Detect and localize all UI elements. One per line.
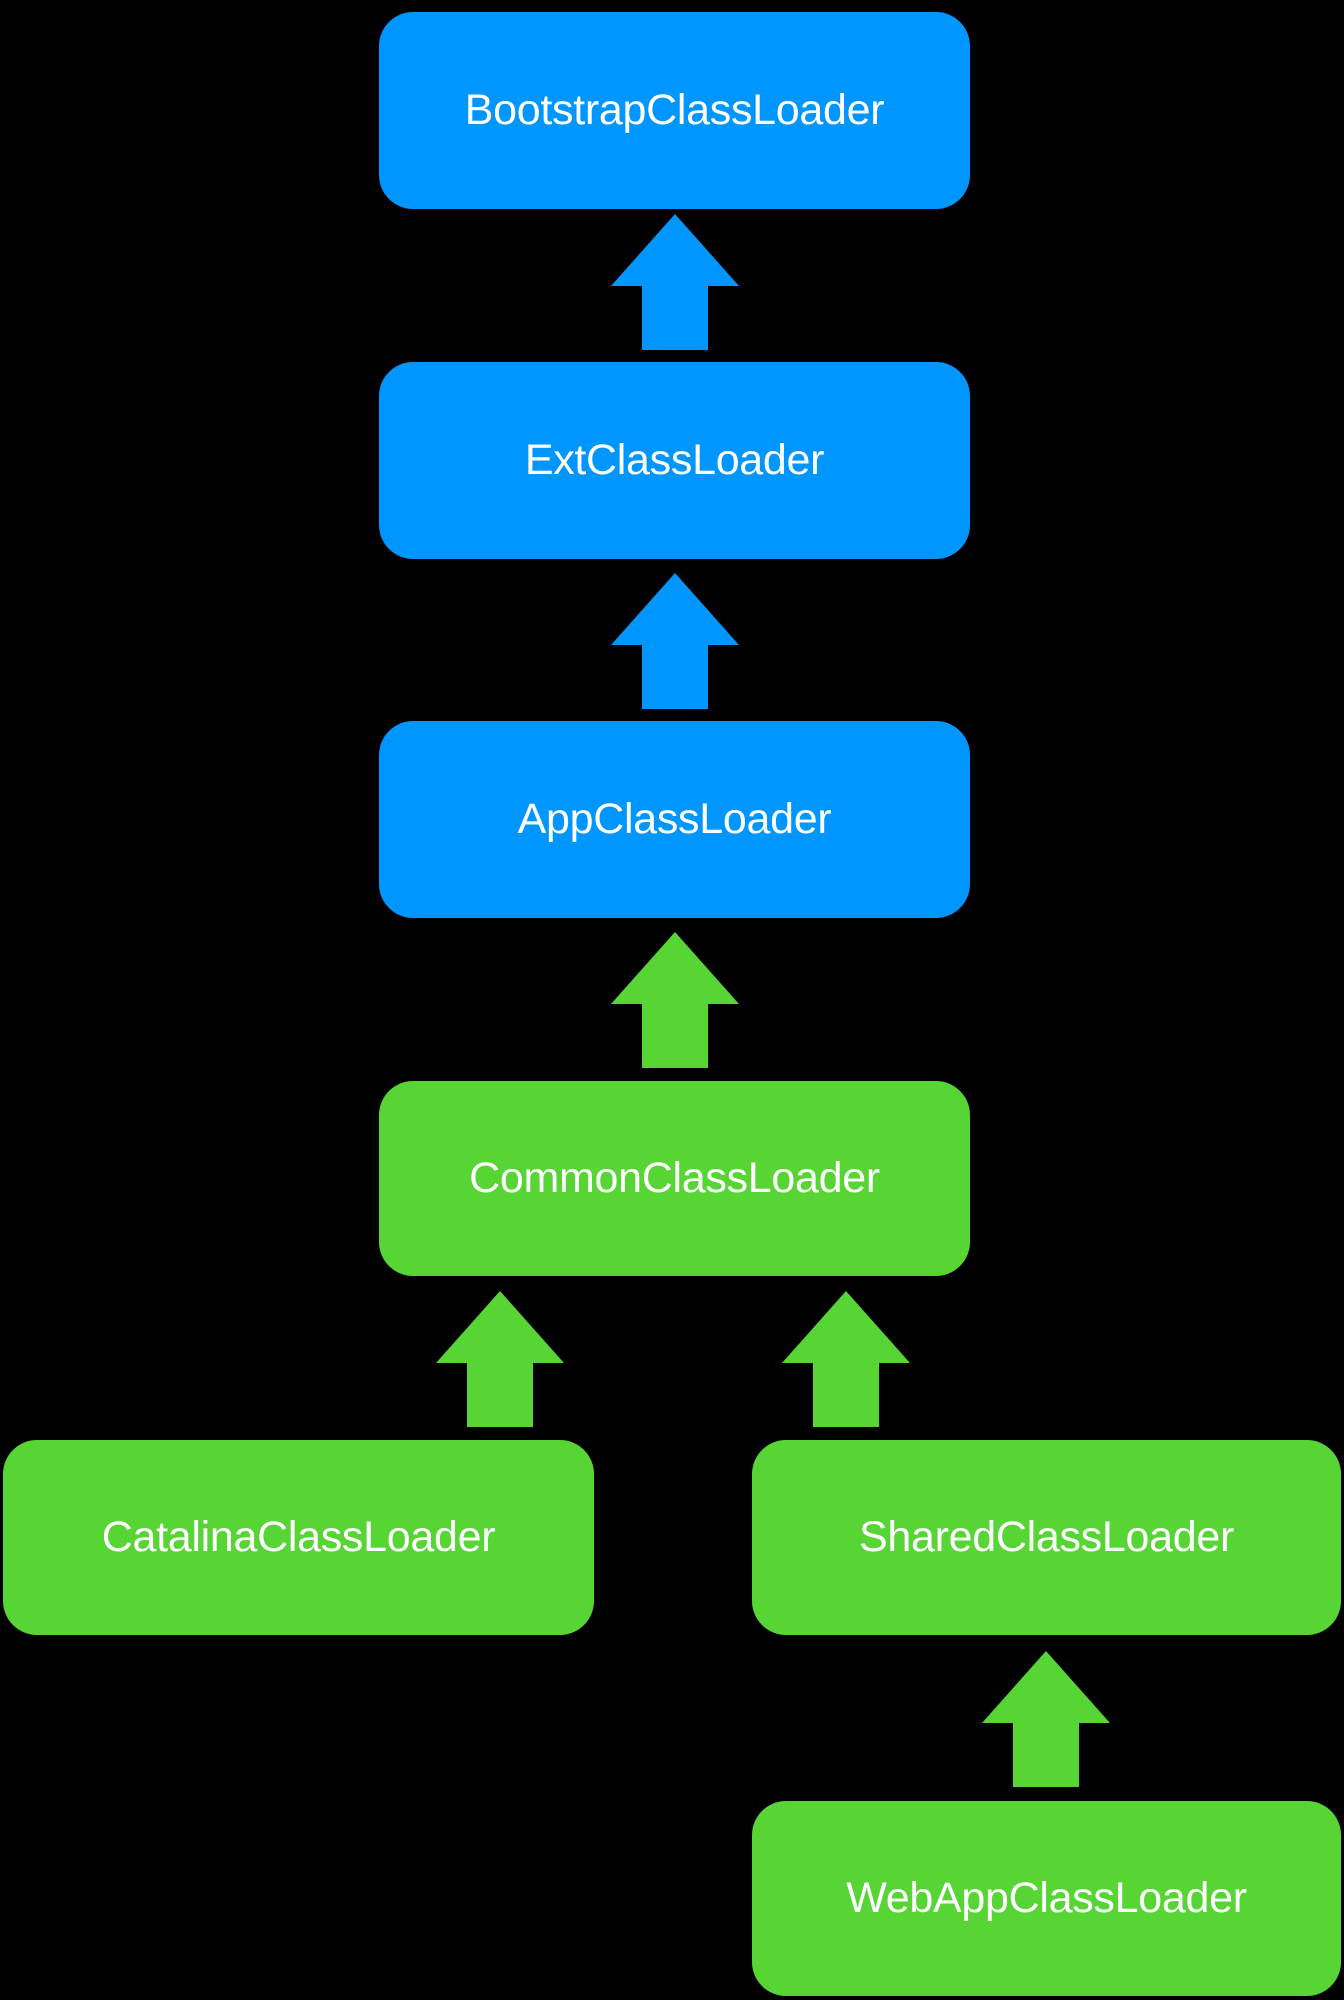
node-label: ExtClassLoader xyxy=(524,436,825,484)
node-label: SharedClassLoader xyxy=(859,1513,1234,1561)
arrow-shape xyxy=(782,1291,910,1427)
arrow-shape xyxy=(982,1651,1110,1787)
node-label: WebAppClassLoader xyxy=(846,1874,1247,1922)
node-common-class-loader: CommonClassLoader xyxy=(379,1081,970,1276)
up-arrow-icon xyxy=(611,932,739,1068)
node-label: AppClassLoader xyxy=(517,795,832,843)
node-shared-class-loader: SharedClassLoader xyxy=(752,1440,1341,1635)
arrow-shape xyxy=(611,932,739,1068)
node-label: CommonClassLoader xyxy=(469,1154,880,1202)
up-arrow-icon xyxy=(611,214,739,350)
up-arrow-icon xyxy=(782,1291,910,1427)
node-app-class-loader: AppClassLoader xyxy=(379,721,970,918)
arrow-shape xyxy=(611,214,739,350)
up-arrow-icon xyxy=(982,1651,1110,1787)
arrow-shape xyxy=(436,1291,564,1427)
node-ext-class-loader: ExtClassLoader xyxy=(379,362,970,559)
node-webapp-class-loader: WebAppClassLoader xyxy=(752,1801,1341,1996)
node-catalina-class-loader: CatalinaClassLoader xyxy=(3,1440,594,1635)
arrow-shape xyxy=(611,573,739,709)
up-arrow-icon xyxy=(436,1291,564,1427)
node-label: BootstrapClassLoader xyxy=(464,86,885,134)
node-bootstrap-class-loader: BootstrapClassLoader xyxy=(379,12,970,209)
up-arrow-icon xyxy=(611,573,739,709)
node-label: CatalinaClassLoader xyxy=(101,1513,496,1561)
